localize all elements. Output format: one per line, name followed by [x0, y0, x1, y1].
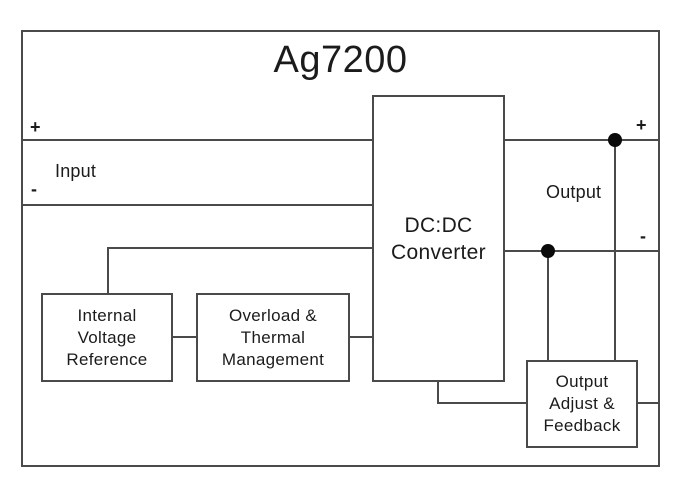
- output-minus-label: -: [640, 226, 647, 246]
- feedback-to-border-wire: [637, 402, 660, 404]
- overload-to-converter-wire: [348, 336, 373, 338]
- input-plus-label: +: [30, 117, 41, 137]
- vref-up-wire: [107, 247, 109, 295]
- output-adjust-feedback-label: Output Adjust & Feedback: [543, 372, 621, 435]
- output-minus-junction-dot: [541, 244, 555, 258]
- output-minus-wire: [504, 250, 660, 252]
- input-plus-wire: [21, 139, 373, 141]
- output-plus-junction-dot: [608, 133, 622, 147]
- converter-to-feedback-wire: [437, 402, 527, 404]
- input-minus-wire: [21, 204, 373, 206]
- overload-thermal-management-block: Overload & Thermal Management: [196, 293, 350, 382]
- output-plus-wire: [504, 139, 660, 141]
- dcdc-converter-block: DC:DC Converter: [372, 95, 505, 382]
- dcdc-converter-label: DC:DC Converter: [391, 213, 486, 264]
- input-minus-label: -: [31, 179, 38, 199]
- vref-to-converter-wire: [107, 247, 373, 249]
- plus-to-feedback-wire: [614, 140, 616, 361]
- converter-bottom-wire: [437, 380, 439, 404]
- internal-voltage-reference-label: Internal Voltage Reference: [66, 305, 148, 369]
- output-adjust-feedback-block: Output Adjust & Feedback: [526, 360, 638, 448]
- output-plus-label: +: [636, 115, 647, 135]
- input-label: Input: [55, 161, 97, 181]
- vref-to-overload-wire: [172, 336, 197, 338]
- output-label: Output: [546, 182, 602, 202]
- internal-voltage-reference-block: Internal Voltage Reference: [41, 293, 173, 382]
- overload-thermal-management-label: Overload & Thermal Management: [221, 305, 325, 369]
- minus-to-feedback-wire: [547, 251, 549, 361]
- diagram-title: Ag7200: [273, 39, 408, 81]
